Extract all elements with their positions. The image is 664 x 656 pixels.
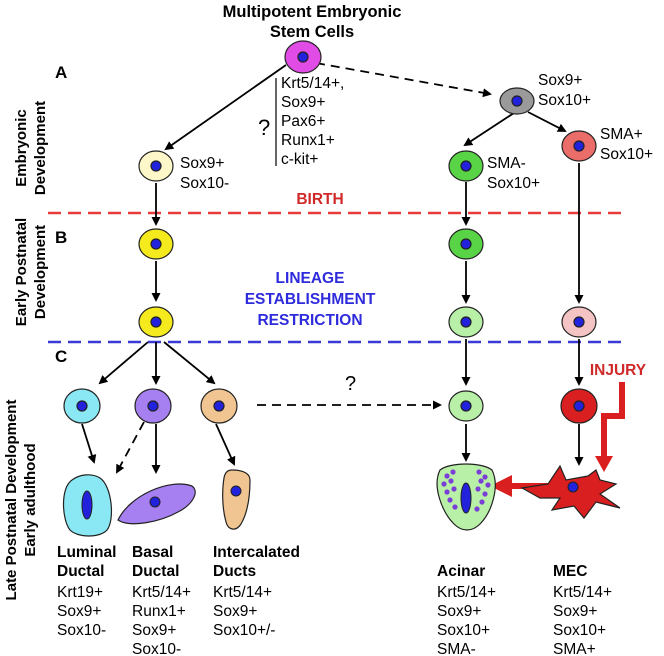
arrow <box>98 341 149 385</box>
intercalated-duct-cell <box>222 469 251 530</box>
svg-text:Early Postnatal: Early Postnatal <box>13 218 30 326</box>
section-label-b: B <box>55 228 67 247</box>
svg-text:Krt5/14+: Krt5/14+ <box>437 584 496 601</box>
grey-progenitor-marker: Sox9+ <box>538 72 582 89</box>
svg-text:Development: Development <box>32 225 49 319</box>
side-label-embryonic: Embryonic Development <box>13 101 49 195</box>
svg-text:Krt5/14+: Krt5/14+ <box>553 584 612 601</box>
svg-text:Sox9+: Sox9+ <box>437 603 481 620</box>
final-cell-label-luminal: Luminal Ductal Krt19+ Sox9+ Sox10- <box>57 544 116 639</box>
svg-text:Krt5/14+: Krt5/14+ <box>132 584 191 601</box>
lineage-label-3: RESTRICTION <box>257 312 362 329</box>
final-cell-label-mec: MEC Krt5/14+ Sox9+ Sox10+ SMA+ <box>553 563 612 656</box>
lineage-label-1: LINEAGE <box>276 270 345 287</box>
green-progenitor-marker: Sox10+ <box>487 175 540 192</box>
svg-text:Late Postnatal Development: Late Postnatal Development <box>3 400 20 601</box>
question-mark: ? <box>258 115 270 140</box>
svg-text:MEC: MEC <box>553 563 587 580</box>
injury-label: INJURY <box>590 362 647 379</box>
red-progenitor-marker: SMA+ <box>600 126 643 143</box>
injury-arrow <box>601 382 625 460</box>
red-progenitor-marker: Sox10+ <box>600 146 653 163</box>
arrow <box>463 110 518 147</box>
svg-text:Sox9+: Sox9+ <box>553 603 597 620</box>
svg-text:Sox10-: Sox10- <box>132 641 181 656</box>
side-label-late-postnatal: Late Postnatal Development Early adultho… <box>3 400 39 601</box>
svg-text:Sox10-: Sox10- <box>57 622 106 639</box>
section-label-c: C <box>55 347 67 366</box>
svg-text:Sox10+: Sox10+ <box>553 622 606 639</box>
arrow <box>215 423 236 466</box>
left-progenitor-marker: Sox10- <box>180 175 229 192</box>
dashed-arrows <box>116 62 492 474</box>
svg-text:Sox9+: Sox9+ <box>57 603 101 620</box>
svg-text:Embryonic: Embryonic <box>13 109 30 187</box>
arrow <box>164 64 287 151</box>
svg-text:Acinar: Acinar <box>437 563 485 580</box>
stem-marker: Sox9+ <box>281 94 325 111</box>
stem-marker: Runx1+ <box>281 132 335 149</box>
section-label-a: A <box>55 63 67 82</box>
final-cell-label-intercalated: Intercalated Ducts Krt5/14+ Sox9+ Sox10+… <box>213 544 300 639</box>
final-cell-label-basal: Basal Ductal Krt5/14+ Runx1+ Sox9+ Sox10… <box>132 544 191 656</box>
question-mark: ? <box>345 373 356 395</box>
svg-text:Krt5/14+: Krt5/14+ <box>213 584 272 601</box>
svg-text:Development: Development <box>32 101 49 195</box>
lineage-label-2: ESTABLISHMENT <box>245 291 376 308</box>
svg-text:Ductal: Ductal <box>57 563 104 580</box>
title-line-1: Multipotent Embryonic <box>223 3 402 21</box>
stem-marker: Pax6+ <box>281 113 325 130</box>
svg-text:SMA-: SMA- <box>437 641 476 656</box>
svg-text:Sox10+/-: Sox10+/- <box>213 622 275 639</box>
svg-text:Sox9+: Sox9+ <box>132 622 176 639</box>
stem-marker: Krt5/14+, <box>281 75 344 92</box>
final-cell-label-acinar: Acinar Krt5/14+ Sox9+ Sox10+ SMA- <box>437 563 496 656</box>
mec-to-acinar-arrowhead <box>490 475 512 497</box>
arrow <box>163 341 216 385</box>
side-label-early-postnatal: Early Postnatal Development <box>13 218 49 326</box>
arrow <box>527 111 567 132</box>
acinar-granules <box>441 469 491 512</box>
svg-text:Basal: Basal <box>132 544 173 561</box>
svg-text:SMA+: SMA+ <box>553 641 596 656</box>
svg-text:Runx1+: Runx1+ <box>132 603 186 620</box>
green-progenitor-marker: SMA- <box>487 155 526 172</box>
svg-text:Intercalated: Intercalated <box>213 544 300 561</box>
svg-text:Ductal: Ductal <box>132 563 179 580</box>
birth-label: BIRTH <box>296 191 343 208</box>
left-progenitor-marker: Sox9+ <box>180 155 224 172</box>
dashed-arrow <box>116 421 145 474</box>
lineage-arrows <box>81 64 584 474</box>
svg-text:Sox9+: Sox9+ <box>213 603 257 620</box>
svg-text:Early adulthood: Early adulthood <box>22 443 39 556</box>
title-line-2: Stem Cells <box>270 23 354 41</box>
grey-progenitor-marker: Sox10+ <box>538 92 591 109</box>
arrow <box>81 423 97 464</box>
svg-text:Luminal: Luminal <box>57 544 116 561</box>
injury-arrowhead <box>595 456 613 472</box>
svg-text:Sox10+: Sox10+ <box>437 622 490 639</box>
stem-marker: c-kit+ <box>281 151 318 168</box>
svg-text:Ducts: Ducts <box>213 563 256 580</box>
svg-text:Krt19+: Krt19+ <box>57 584 103 601</box>
